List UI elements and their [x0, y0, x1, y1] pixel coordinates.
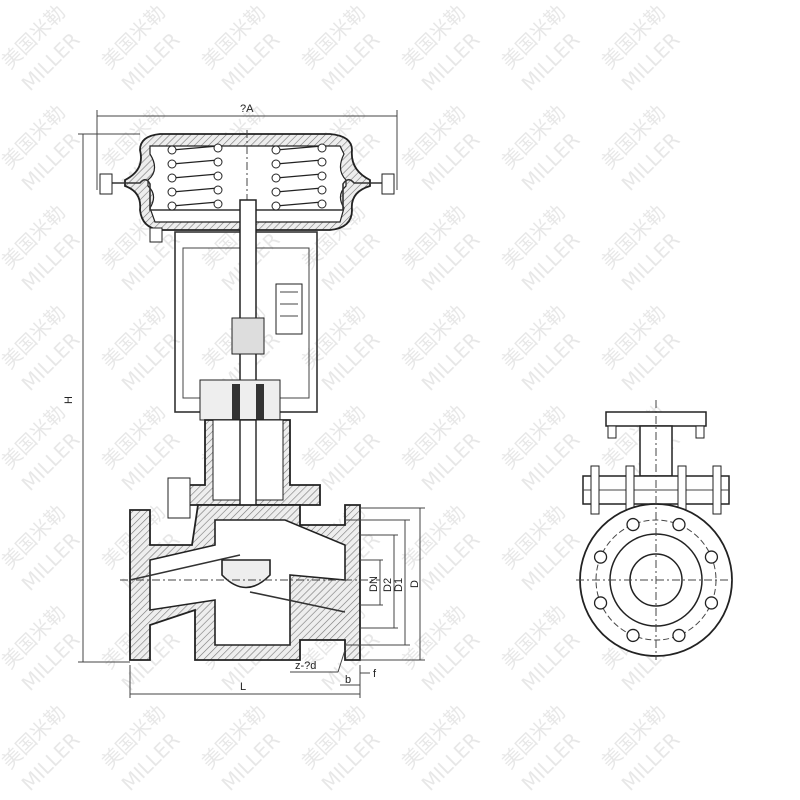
spring-coil-end	[317, 143, 327, 153]
bolt-hole	[704, 596, 719, 610]
bolt-hole	[704, 550, 719, 564]
spring-coil-end	[317, 171, 327, 181]
label-f: f	[373, 668, 377, 680]
spring-coil-end	[167, 201, 177, 211]
spring-coil-end	[213, 157, 223, 167]
spring-coil	[171, 145, 219, 151]
spring-coil	[171, 187, 219, 193]
spring-coil-end	[213, 143, 223, 153]
dimension-A: ?A	[96, 103, 398, 190]
label-A: ?A	[240, 103, 254, 115]
spring-coil-end	[167, 159, 177, 169]
spring-coil-end	[271, 201, 281, 211]
spring-coil-end	[271, 173, 281, 183]
spring-coil-end	[271, 159, 281, 169]
label-DN: DN	[368, 576, 380, 592]
spring-coil-end	[213, 185, 223, 195]
bolt	[695, 425, 705, 439]
bolt-hole	[672, 517, 686, 532]
bolt-hole	[672, 628, 686, 643]
spring-coil-end	[271, 187, 281, 197]
label-H: H	[63, 396, 75, 404]
label-D2: D2	[382, 578, 394, 592]
side-view	[576, 400, 736, 660]
bolt-hole	[626, 628, 640, 643]
spring-coil-end	[167, 187, 177, 197]
flange-dimensions: DN D2 D1 D z-?d b f L	[129, 507, 425, 698]
spring-coil	[275, 201, 323, 207]
spring-coil-end	[317, 157, 327, 167]
spring-coil	[275, 145, 323, 151]
label-D: D	[409, 580, 421, 588]
bolt-hole	[593, 550, 608, 564]
spring-coil-end	[271, 145, 281, 155]
bolt-hole	[593, 596, 608, 610]
spring-coil	[275, 173, 323, 179]
spring-coil-end	[213, 199, 223, 209]
spring-coil-end	[317, 185, 327, 195]
spring-coil-end	[167, 173, 177, 183]
spring-coil	[171, 201, 219, 207]
bolt	[590, 465, 600, 515]
bolt-hole	[626, 517, 640, 532]
yoke	[174, 199, 318, 501]
label-b: b	[345, 674, 351, 686]
label-L: L	[240, 681, 246, 693]
dimension-H: H	[63, 133, 140, 663]
spring-coil	[171, 159, 219, 165]
spring-coil-end	[317, 199, 327, 209]
spring-coil	[275, 187, 323, 193]
spring-coil-end	[213, 171, 223, 181]
bolt	[712, 465, 722, 515]
spring-coil	[171, 173, 219, 179]
bolt	[607, 425, 617, 439]
label-D1: D1	[393, 578, 405, 592]
actuator	[99, 130, 395, 660]
label-bolt-holes: z-?d	[295, 660, 316, 672]
spring-coil-end	[167, 145, 177, 155]
valve-body	[120, 419, 380, 661]
spring-coil	[275, 159, 323, 165]
